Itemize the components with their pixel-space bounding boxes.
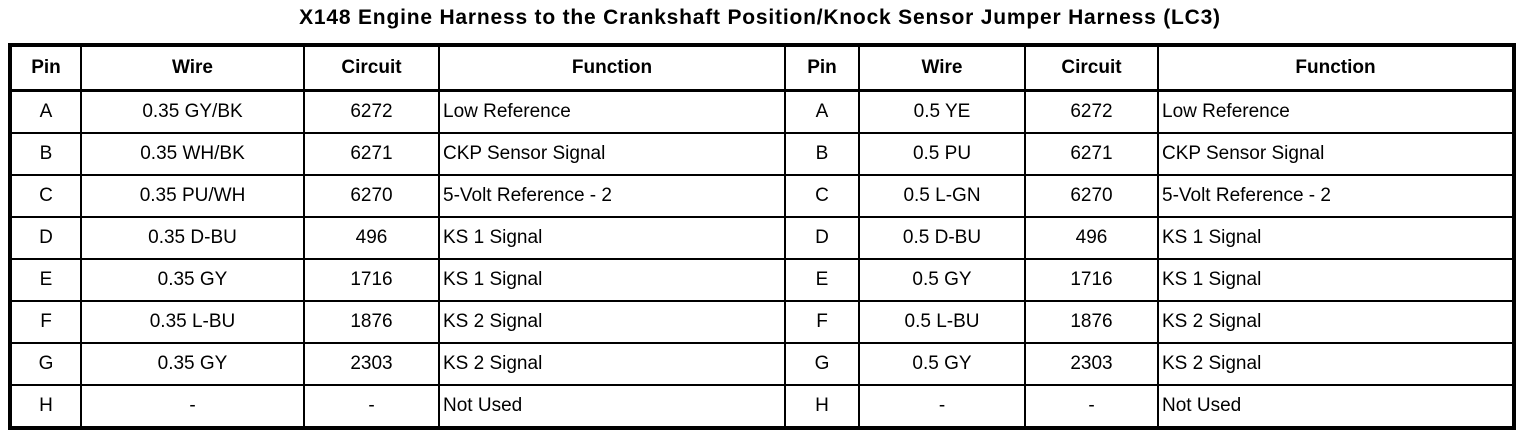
pin-cell: H <box>784 384 860 429</box>
function-cell: KS 2 Signal <box>438 342 786 386</box>
header-row: Pin Wire Circuit Function Pin Wire Circu… <box>9 44 1515 92</box>
wire-cell: 0.35 GY/BK <box>80 89 305 134</box>
wire-cell: 0.35 D-BU <box>80 216 305 260</box>
wire-cell: 0.35 PU/WH <box>80 174 305 218</box>
pin-cell: D <box>9 216 82 260</box>
function-cell: Not Used <box>438 384 786 429</box>
wire-cell: 0.35 GY <box>80 342 305 386</box>
pin-cell: F <box>9 300 82 344</box>
circuit-cell: - <box>1024 384 1159 429</box>
pin-cell: B <box>9 132 82 176</box>
header-pin-left: Pin <box>9 44 82 92</box>
pin-cell: C <box>784 174 860 218</box>
circuit-cell: 1716 <box>303 258 440 302</box>
circuit-cell: 6271 <box>303 132 440 176</box>
pin-cell: E <box>9 258 82 302</box>
pin-cell: D <box>784 216 860 260</box>
pin-cell: G <box>9 342 82 386</box>
function-cell: KS 2 Signal <box>1157 342 1515 386</box>
pin-cell: E <box>784 258 860 302</box>
wire-cell: 0.5 GY <box>858 258 1026 302</box>
circuit-cell: 6270 <box>1024 174 1159 218</box>
circuit-cell: 2303 <box>1024 342 1159 386</box>
circuit-cell: 6272 <box>1024 89 1159 134</box>
wire-cell: - <box>80 384 305 429</box>
pin-cell: F <box>784 300 860 344</box>
pin-cell: A <box>784 89 860 134</box>
header-circuit-left: Circuit <box>303 44 440 92</box>
wire-cell: - <box>858 384 1026 429</box>
wire-cell: 0.5 L-BU <box>858 300 1026 344</box>
wire-cell: 0.5 GY <box>858 342 1026 386</box>
wire-cell: 0.35 GY <box>80 258 305 302</box>
function-cell: Not Used <box>1157 384 1515 429</box>
wire-cell: 0.5 YE <box>858 89 1026 134</box>
header-wire-left: Wire <box>80 44 305 92</box>
function-cell: Low Reference <box>438 89 786 134</box>
wire-cell: 0.5 L-GN <box>858 174 1026 218</box>
pin-cell: B <box>784 132 860 176</box>
pin-cell: A <box>9 89 82 134</box>
circuit-cell: - <box>303 384 440 429</box>
wire-cell: 0.5 D-BU <box>858 216 1026 260</box>
function-cell: KS 2 Signal <box>1157 300 1515 344</box>
header-circuit-right: Circuit <box>1024 44 1159 92</box>
circuit-cell: 496 <box>1024 216 1159 260</box>
function-cell: CKP Sensor Signal <box>1157 132 1515 176</box>
circuit-cell: 2303 <box>303 342 440 386</box>
page-title: X148 Engine Harness to the Crankshaft Po… <box>299 6 1221 29</box>
circuit-cell: 6271 <box>1024 132 1159 176</box>
function-cell: Low Reference <box>1157 89 1515 134</box>
wire-cell: 0.35 L-BU <box>80 300 305 344</box>
wire-cell: 0.5 PU <box>858 132 1026 176</box>
header-function-right: Function <box>1157 44 1515 92</box>
function-cell: KS 1 Signal <box>438 216 786 260</box>
header-wire-right: Wire <box>858 44 1026 92</box>
function-cell: KS 1 Signal <box>1157 258 1515 302</box>
function-cell: CKP Sensor Signal <box>438 132 786 176</box>
circuit-cell: 6272 <box>303 89 440 134</box>
pin-cell: G <box>784 342 860 386</box>
function-cell: KS 2 Signal <box>438 300 786 344</box>
header-pin-right: Pin <box>784 44 860 92</box>
pinout-table: Pin Wire Circuit Function Pin Wire Circu… <box>8 43 1516 430</box>
circuit-cell: 1876 <box>303 300 440 344</box>
pin-cell: C <box>9 174 82 218</box>
circuit-cell: 6270 <box>303 174 440 218</box>
function-cell: KS 1 Signal <box>438 258 786 302</box>
function-cell: 5-Volt Reference - 2 <box>438 174 786 218</box>
function-cell: KS 1 Signal <box>1157 216 1515 260</box>
header-function-left: Function <box>438 44 786 92</box>
circuit-cell: 1716 <box>1024 258 1159 302</box>
function-cell: 5-Volt Reference - 2 <box>1157 174 1515 218</box>
wire-cell: 0.35 WH/BK <box>80 132 305 176</box>
circuit-cell: 496 <box>303 216 440 260</box>
pin-cell: H <box>9 384 82 429</box>
circuit-cell: 1876 <box>1024 300 1159 344</box>
